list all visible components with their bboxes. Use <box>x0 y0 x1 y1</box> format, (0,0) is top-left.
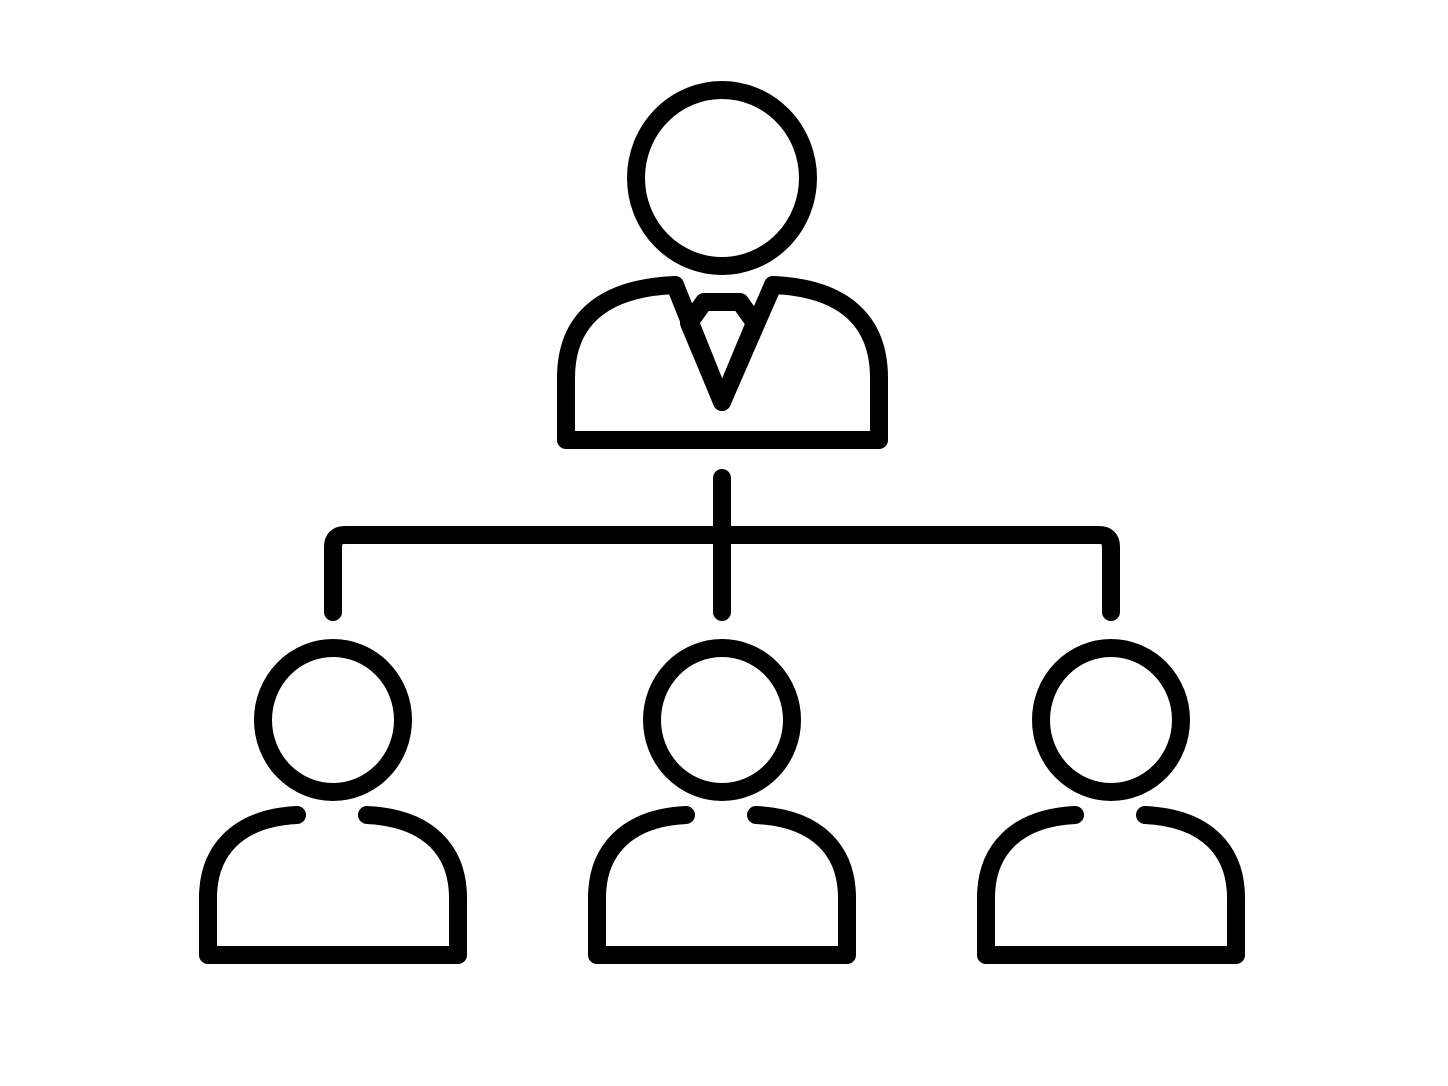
team-member-2-head <box>643 639 801 801</box>
manager-icon <box>557 81 888 449</box>
team-member-1-body <box>199 806 467 964</box>
connector-branch <box>324 526 1120 621</box>
team-member-1-icon <box>199 639 467 964</box>
team-member-1-head <box>254 639 412 801</box>
team-member-3-icon <box>977 639 1245 964</box>
manager-body <box>557 276 888 449</box>
team-member-3-body <box>977 806 1245 964</box>
team-member-2-body <box>588 806 856 964</box>
tree-connector <box>324 469 1120 621</box>
manager-head <box>627 81 817 275</box>
tie-icon <box>680 293 764 411</box>
team-member-2-icon <box>588 639 856 964</box>
team-member-3-head <box>1032 639 1190 801</box>
